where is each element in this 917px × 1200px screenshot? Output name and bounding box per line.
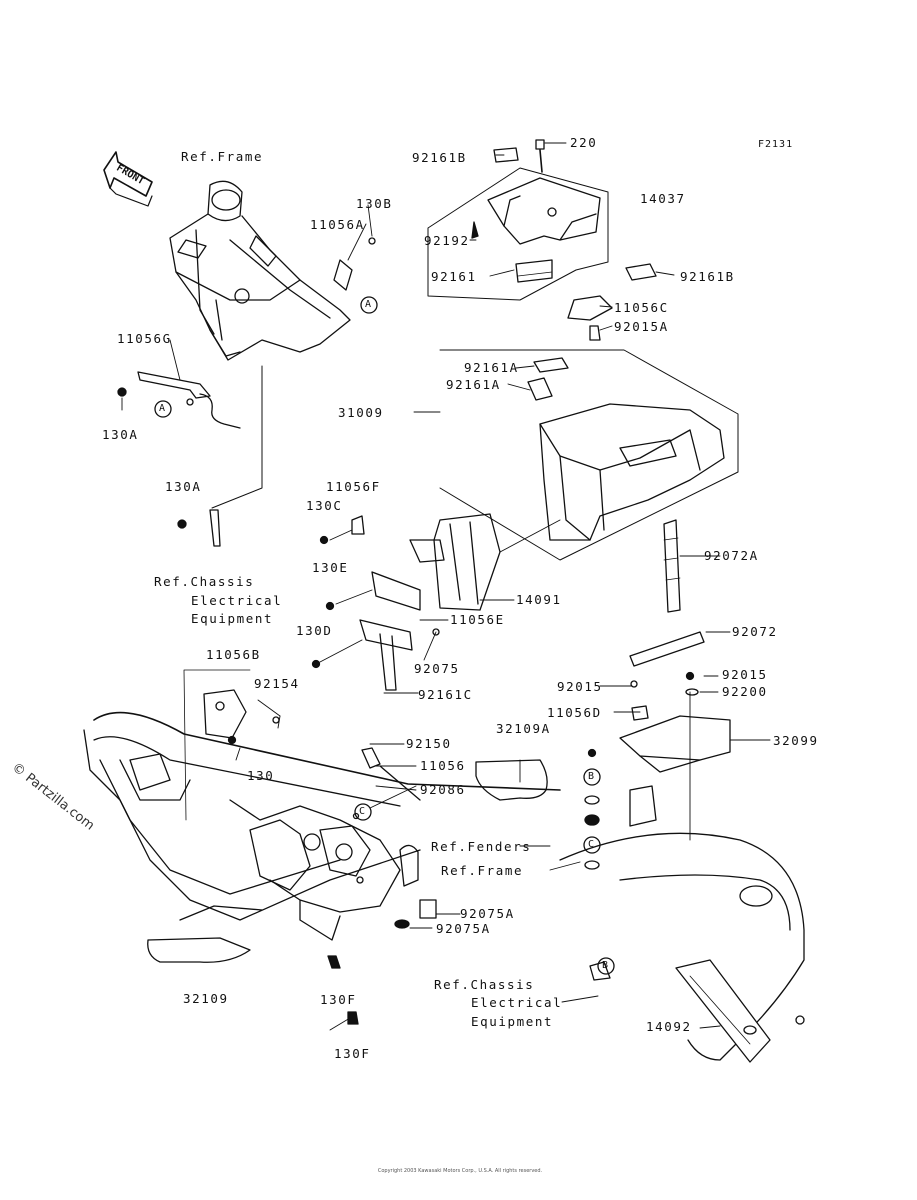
equipment-label: Equipment xyxy=(471,1014,554,1029)
callout-letter-a: A xyxy=(159,403,167,414)
part-label-92072: 92072 xyxy=(732,624,778,639)
part-label-92154: 92154 xyxy=(254,676,300,691)
part-label-92015: 92015 xyxy=(557,679,603,694)
leader-lines xyxy=(121,142,771,1031)
part-label-130a: 130A xyxy=(165,479,202,494)
part-label-130a: 130A xyxy=(102,427,139,442)
part-label-130d: 130D xyxy=(296,623,333,638)
rear-fender-drawing xyxy=(559,671,805,1063)
part-label-130e: 130E xyxy=(312,560,349,575)
part-label-92075a: 92075A xyxy=(436,921,491,936)
part-label-32109a: 32109A xyxy=(496,721,551,736)
frame-head-drawing xyxy=(169,180,376,361)
part-label-92161c: 92161C xyxy=(418,687,473,702)
part-label-32099: 32099 xyxy=(773,733,819,748)
stay-11056g-drawing xyxy=(117,371,241,429)
callout-b-1 xyxy=(583,768,601,786)
part-label-31009: 31009 xyxy=(338,405,384,420)
battery-cover-drawing xyxy=(427,139,657,341)
part-label-92075: 92075 xyxy=(414,661,460,676)
footer-copyright: Copyright 2003 Kawasaki Motors Corp., U.… xyxy=(377,1168,543,1174)
part-label-92015a: 92015A xyxy=(614,319,669,334)
part-label-11056f: 11056F xyxy=(326,479,381,494)
callout-c-1 xyxy=(354,803,372,821)
part-label-92161: 92161 xyxy=(431,269,477,284)
callout-circles xyxy=(154,296,615,975)
ref-chassis-label: Ref.Chassis xyxy=(154,574,255,589)
ref-fenders-label: Ref.Fenders xyxy=(431,839,532,854)
part-label-11056g: 11056G xyxy=(117,331,172,346)
callout-b-2 xyxy=(597,957,615,975)
part-label-130c: 130C xyxy=(306,498,343,513)
part-label-92161b: 92161B xyxy=(412,150,467,165)
callout-c-2 xyxy=(583,836,601,854)
part-label-92150: 92150 xyxy=(406,736,452,751)
part-label-32109: 32109 xyxy=(183,991,229,1006)
ref-frame-label: Ref.Frame xyxy=(441,863,524,878)
diagram-code: F2131 xyxy=(758,139,794,150)
callout-letter-b: B xyxy=(602,960,610,971)
part-label-220: 220 xyxy=(570,135,598,150)
callout-letter-c: C xyxy=(359,806,367,817)
electrical-label: Electrical xyxy=(471,995,563,1010)
ref-frame-label: Ref.Frame xyxy=(181,149,264,164)
part-label-130f: 130F xyxy=(320,992,357,1007)
part-label-92072a: 92072A xyxy=(704,548,759,563)
part-label-130b: 130B xyxy=(356,196,393,211)
part-label-92015: 92015 xyxy=(722,667,768,682)
electrical-label: Electrical xyxy=(191,593,283,608)
strap-92072-drawing xyxy=(629,631,705,667)
part-label-92192: 92192 xyxy=(424,233,470,248)
part-label-130: 130 xyxy=(247,768,275,783)
part-label-11056d: 11056D xyxy=(547,705,602,720)
part-label-92086: 92086 xyxy=(420,782,466,797)
part-label-92161a: 92161A xyxy=(464,360,519,375)
ecu-bracket-drawing xyxy=(311,513,501,691)
part-label-92075a: 92075A xyxy=(460,906,515,921)
callout-a-1 xyxy=(360,296,378,314)
callout-a-2 xyxy=(154,400,172,418)
part-label-14037: 14037 xyxy=(640,191,686,206)
part-label-11056b: 11056B xyxy=(206,647,261,662)
part-label-92161a: 92161A xyxy=(446,377,501,392)
ref-chassis-label: Ref.Chassis xyxy=(434,977,535,992)
front-arrow-icon: FRONT xyxy=(103,151,153,207)
part-label-92161b: 92161B xyxy=(680,269,735,284)
part-label-11056e: 11056E xyxy=(450,612,505,627)
callout-letter-b: B xyxy=(588,771,596,782)
battery-case-drawing xyxy=(439,349,739,613)
callout-letter-c: C xyxy=(588,839,596,850)
part-label-130f: 130F xyxy=(334,1046,371,1061)
part-label-92200: 92200 xyxy=(722,684,768,699)
callout-letter-a: A xyxy=(365,299,373,310)
part-label-11056a: 11056A xyxy=(310,217,365,232)
part-label-11056c: 11056C xyxy=(614,300,669,315)
main-frame-drawing xyxy=(83,669,561,1025)
part-label-14092: 14092 xyxy=(646,1019,692,1034)
part-label-14091: 14091 xyxy=(516,592,562,607)
part-label-11056: 11056 xyxy=(420,758,466,773)
equipment-label: Equipment xyxy=(191,611,274,626)
